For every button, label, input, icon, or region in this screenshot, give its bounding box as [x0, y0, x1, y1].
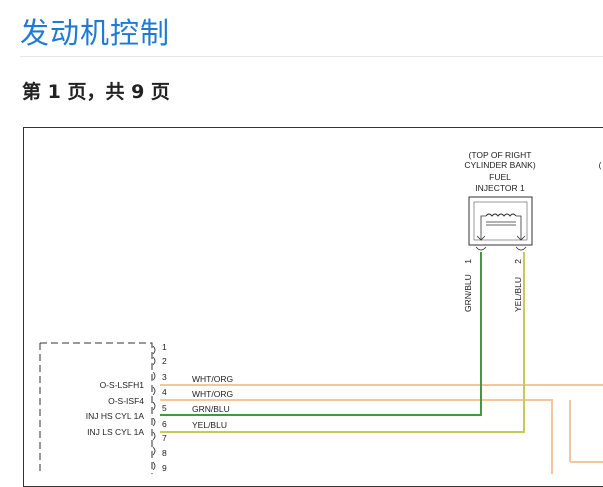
pin-arrow-icon [516, 235, 526, 241]
title-divider [20, 56, 603, 57]
module-pin-number: 7 [162, 433, 167, 443]
wire-color-label: YEL/BLU [192, 420, 227, 430]
coil-lead-right [516, 215, 522, 240]
coil-lead-left [480, 215, 486, 240]
module-signal-name: INJ HS CYL 1A [86, 411, 145, 421]
injector-pin2-label: 2 [513, 259, 523, 264]
wire-color-label: WHT/ORG [192, 389, 233, 399]
module-pin-number: 5 [162, 403, 167, 413]
injector-location-line1: (TOP OF RIGHT [469, 150, 532, 160]
module-pin-number: 9 [162, 463, 167, 473]
pin-arrow-icon [476, 235, 486, 241]
wiring-diagram-frame [23, 127, 603, 487]
wire-yel-blu [160, 252, 525, 433]
injector-location-line2: CYLINDER BANK) [464, 160, 535, 170]
wiring-diagram: (TOP OF RIGHT CYLINDER BANK) FUEL INJECT… [39, 150, 603, 474]
module-pin-number: 6 [162, 419, 167, 429]
module-signal-name: O-S-ISF4 [108, 396, 144, 406]
injector-pin1-label: 1 [463, 259, 473, 264]
wire-color-label: GRN/BLU [192, 404, 230, 414]
vertical-wire-label-yel-blu: YEL/BLU [513, 277, 523, 312]
module-pin-number: 3 [162, 372, 167, 382]
connector-cup-icon [515, 246, 527, 251]
injector-name-line2: INJECTOR 1 [475, 183, 525, 193]
partial-label: ( [599, 160, 602, 170]
module-pin-number: 4 [162, 387, 167, 397]
connector-cup-icon [475, 246, 487, 251]
engine-control-module-box [39, 342, 153, 474]
wire-color-label: WHT/ORG [192, 374, 233, 384]
module-connector-pins [152, 345, 156, 471]
injector-inner-frame [473, 201, 528, 241]
vertical-wire-label-grn-blu: GRN/BLU [463, 274, 473, 312]
page-title: 发动机控制 [20, 16, 171, 50]
wire-wht-org-pin4 [160, 399, 553, 474]
wire-grn-blu [160, 252, 482, 416]
page-indicator: 第 1 页，共 9 页 [22, 81, 170, 103]
module-signal-name: O-S-LSFH1 [100, 380, 145, 390]
solenoid-coil-icon [485, 213, 517, 217]
module-pin-number: 2 [162, 356, 167, 366]
module-pin-number: 1 [162, 342, 167, 352]
module-signal-name: INJ LS CYL 1A [87, 427, 144, 437]
injector-name-line1: FUEL [489, 172, 511, 182]
fuel-injector-box [468, 196, 533, 246]
module-pin-number: 8 [162, 448, 167, 458]
